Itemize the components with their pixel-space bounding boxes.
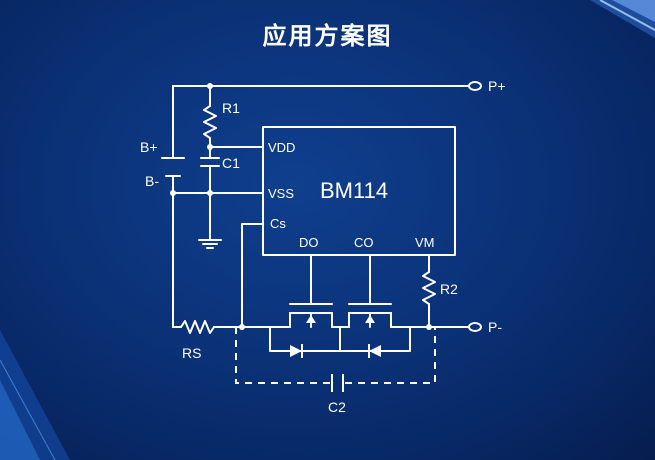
p-plus-label: P+: [488, 78, 506, 94]
c1-label: C1: [222, 155, 240, 171]
p-minus-label: P-: [488, 319, 502, 335]
vdd-pin-label: VDD: [268, 140, 295, 155]
rs-label: RS: [182, 345, 201, 361]
r2-resistor: [422, 271, 436, 305]
co-pin-label: CO: [354, 235, 374, 250]
b-minus-label: B-: [145, 173, 159, 189]
r1-label: R1: [222, 100, 240, 116]
chip-name-label: BM114: [320, 178, 388, 203]
b-plus-label: B+: [140, 139, 158, 155]
vss-pin-label: VSS: [268, 186, 294, 201]
r2-label: R2: [440, 281, 458, 297]
r1-resistor: [203, 105, 217, 139]
bm114-chip: [262, 126, 456, 256]
slide-title: 应用方案图: [262, 22, 393, 50]
do-pin-label: DO: [299, 235, 319, 250]
vm-pin-label: VM: [415, 235, 435, 250]
c2-label: C2: [328, 399, 346, 415]
cs-pin-label: Cs: [270, 216, 286, 231]
rs-resistor: [180, 320, 215, 334]
